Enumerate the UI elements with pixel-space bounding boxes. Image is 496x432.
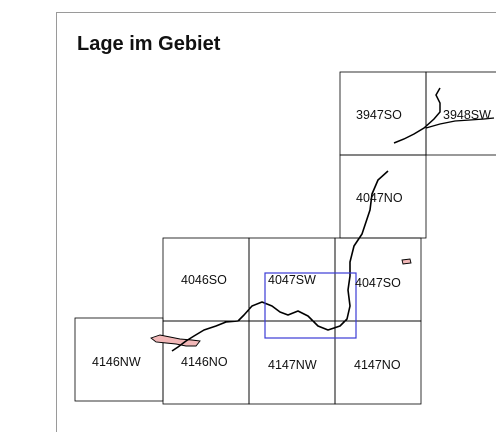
lake-shape xyxy=(150,334,201,347)
river-upper xyxy=(393,87,441,144)
river-main xyxy=(171,170,389,352)
tile-label-4046SO: 4046SO xyxy=(181,273,227,287)
tile-label-4147NW: 4147NW xyxy=(268,358,317,372)
tile-label-3947SO: 3947SO xyxy=(356,108,402,122)
tile-4147NO[interactable] xyxy=(334,320,422,405)
river-upper-east xyxy=(425,117,495,129)
tile-label-3948SW: 3948SW xyxy=(443,108,491,122)
map-frame xyxy=(56,12,496,432)
tile-grid xyxy=(74,71,496,405)
overview-map: 3947SO 3948SW 4047NO 4046SO 4047SW 4047S… xyxy=(74,71,496,405)
tile-label-4047SW: 4047SW xyxy=(268,273,316,287)
map-title: Lage im Gebiet xyxy=(77,33,221,55)
small-pond xyxy=(401,258,412,265)
tile-label-4146NO: 4146NO xyxy=(181,355,228,369)
tile-labels: 3947SO 3948SW 4047NO 4046SO 4047SW 4047S… xyxy=(92,108,491,372)
tile-label-4147NO: 4147NO xyxy=(354,358,401,372)
tile-3948SW[interactable] xyxy=(425,71,496,156)
tile-label-4047NO: 4047NO xyxy=(356,191,403,205)
tile-label-4146NW: 4146NW xyxy=(92,355,141,369)
highlight-box xyxy=(264,272,357,339)
tile-label-4047SO: 4047SO xyxy=(355,276,401,290)
